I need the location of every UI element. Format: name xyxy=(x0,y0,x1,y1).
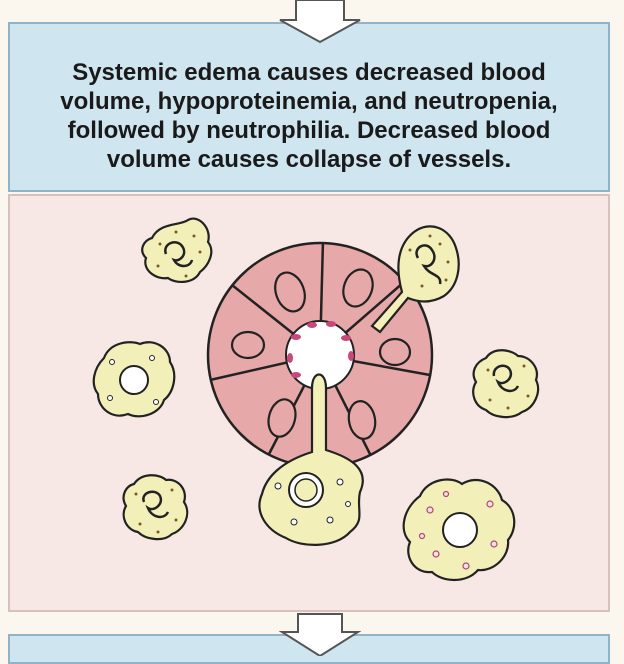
caption-line-4: volume causes collapse of vessels. xyxy=(106,146,512,173)
down-arrow-icon xyxy=(279,0,361,44)
neutrophil-right xyxy=(472,349,540,419)
monocyte-bottom-right xyxy=(402,478,516,582)
caption-line-2: volume, hypoproteinemia, and neutropenia… xyxy=(60,88,558,115)
lumen-red-cells xyxy=(287,321,354,378)
migrating-monocyte xyxy=(258,373,364,546)
caption-line-1: Systemic edema causes decreased blood xyxy=(72,59,546,86)
monocyte-left xyxy=(92,341,176,418)
neutrophil-bottom-left xyxy=(122,474,189,541)
caption-text: Systemic edema causes decreased blood vo… xyxy=(20,58,598,174)
caption-panel: Systemic edema causes decreased blood vo… xyxy=(8,22,610,192)
caption-line-3: followed by neutrophilia. Decreased bloo… xyxy=(67,117,551,144)
down-arrow-icon xyxy=(278,613,362,656)
endothelial-nuclei xyxy=(230,268,412,440)
neutrophil-top-left xyxy=(141,217,213,284)
migrating-neutrophil xyxy=(370,225,460,334)
